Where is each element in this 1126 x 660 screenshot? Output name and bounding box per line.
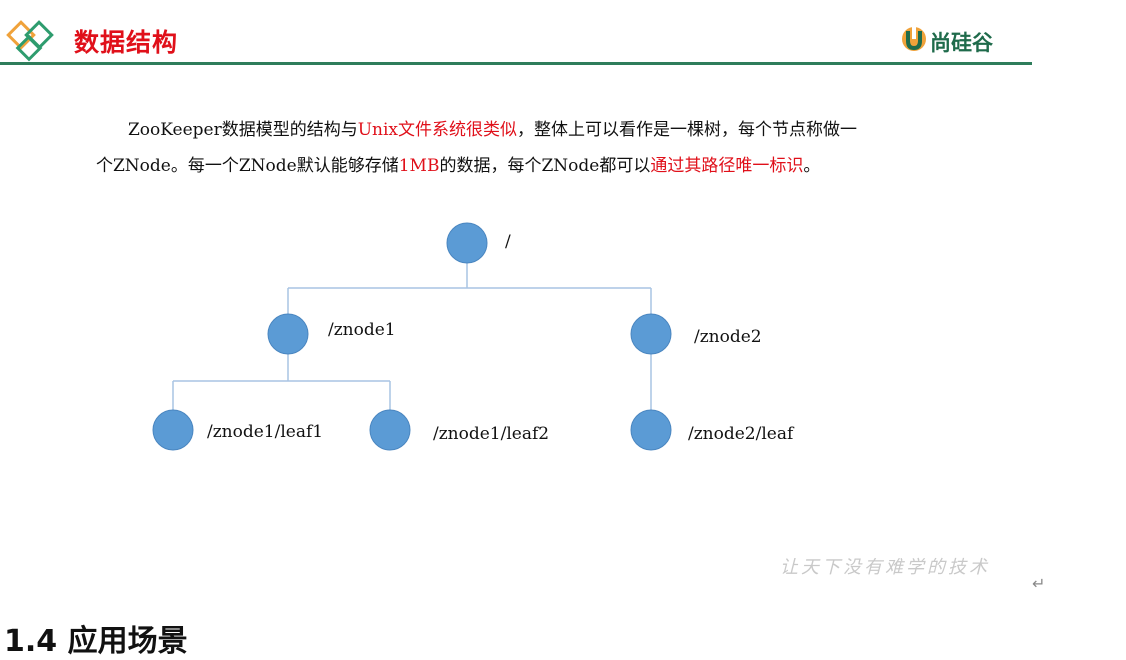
diamond-logo-icon	[6, 20, 54, 62]
paragraph-line-2: 个ZNode。每一个ZNode默认能够存储1MB的数据，每个ZNode都可以通过…	[96, 148, 976, 184]
node-leaf1	[152, 409, 194, 451]
paragraph-return-icon: ↵	[1032, 574, 1046, 593]
label-leaf2: /znode1/leaf2	[433, 424, 550, 444]
znode-tree-diagram	[152, 222, 672, 451]
label-znode2: /znode2	[694, 327, 762, 347]
text-span: 个ZNode。每一个ZNode默认能够存储	[96, 156, 399, 176]
node-root	[446, 222, 488, 264]
text-span: ZooKeeper数据模型的结构与	[128, 120, 358, 140]
text-span: 的数据，每个ZNode都可以	[439, 156, 651, 176]
highlight-span: Unix文件系统很类似	[357, 120, 518, 140]
brand-name: 尚硅谷	[930, 31, 993, 55]
next-section-heading: 1.4 应用场景	[4, 624, 188, 659]
brand-u-icon	[902, 27, 926, 51]
node-leaf3	[630, 409, 672, 451]
page-title: 数据结构	[74, 28, 179, 57]
label-znode1: /znode1	[328, 320, 396, 340]
node-leaf2	[369, 409, 411, 451]
label-leaf3: /znode2/leaf	[688, 424, 794, 444]
highlight-span: 1MB	[398, 156, 440, 176]
label-leaf1: /znode1/leaf1	[207, 422, 324, 442]
description-paragraph: ZooKeeper数据模型的结构与Unix文件系统很类似，整体上可以看作是一棵树…	[96, 112, 976, 184]
label-root: /	[505, 232, 511, 252]
highlight-span: 通过其路径唯一标识	[650, 156, 804, 176]
text-span: 。	[803, 156, 821, 176]
text-span: ，整体上可以看作是一棵树，每个节点称做一	[517, 120, 858, 140]
node-znode1	[267, 313, 309, 355]
node-znode2	[630, 313, 672, 355]
slide-header: 数据结构 尚硅谷	[0, 0, 1126, 66]
header-rule	[0, 62, 1032, 65]
slogan-watermark: 让天下没有难学的技术	[780, 557, 990, 578]
paragraph-line-1: ZooKeeper数据模型的结构与Unix文件系统很类似，整体上可以看作是一棵树…	[96, 112, 976, 148]
